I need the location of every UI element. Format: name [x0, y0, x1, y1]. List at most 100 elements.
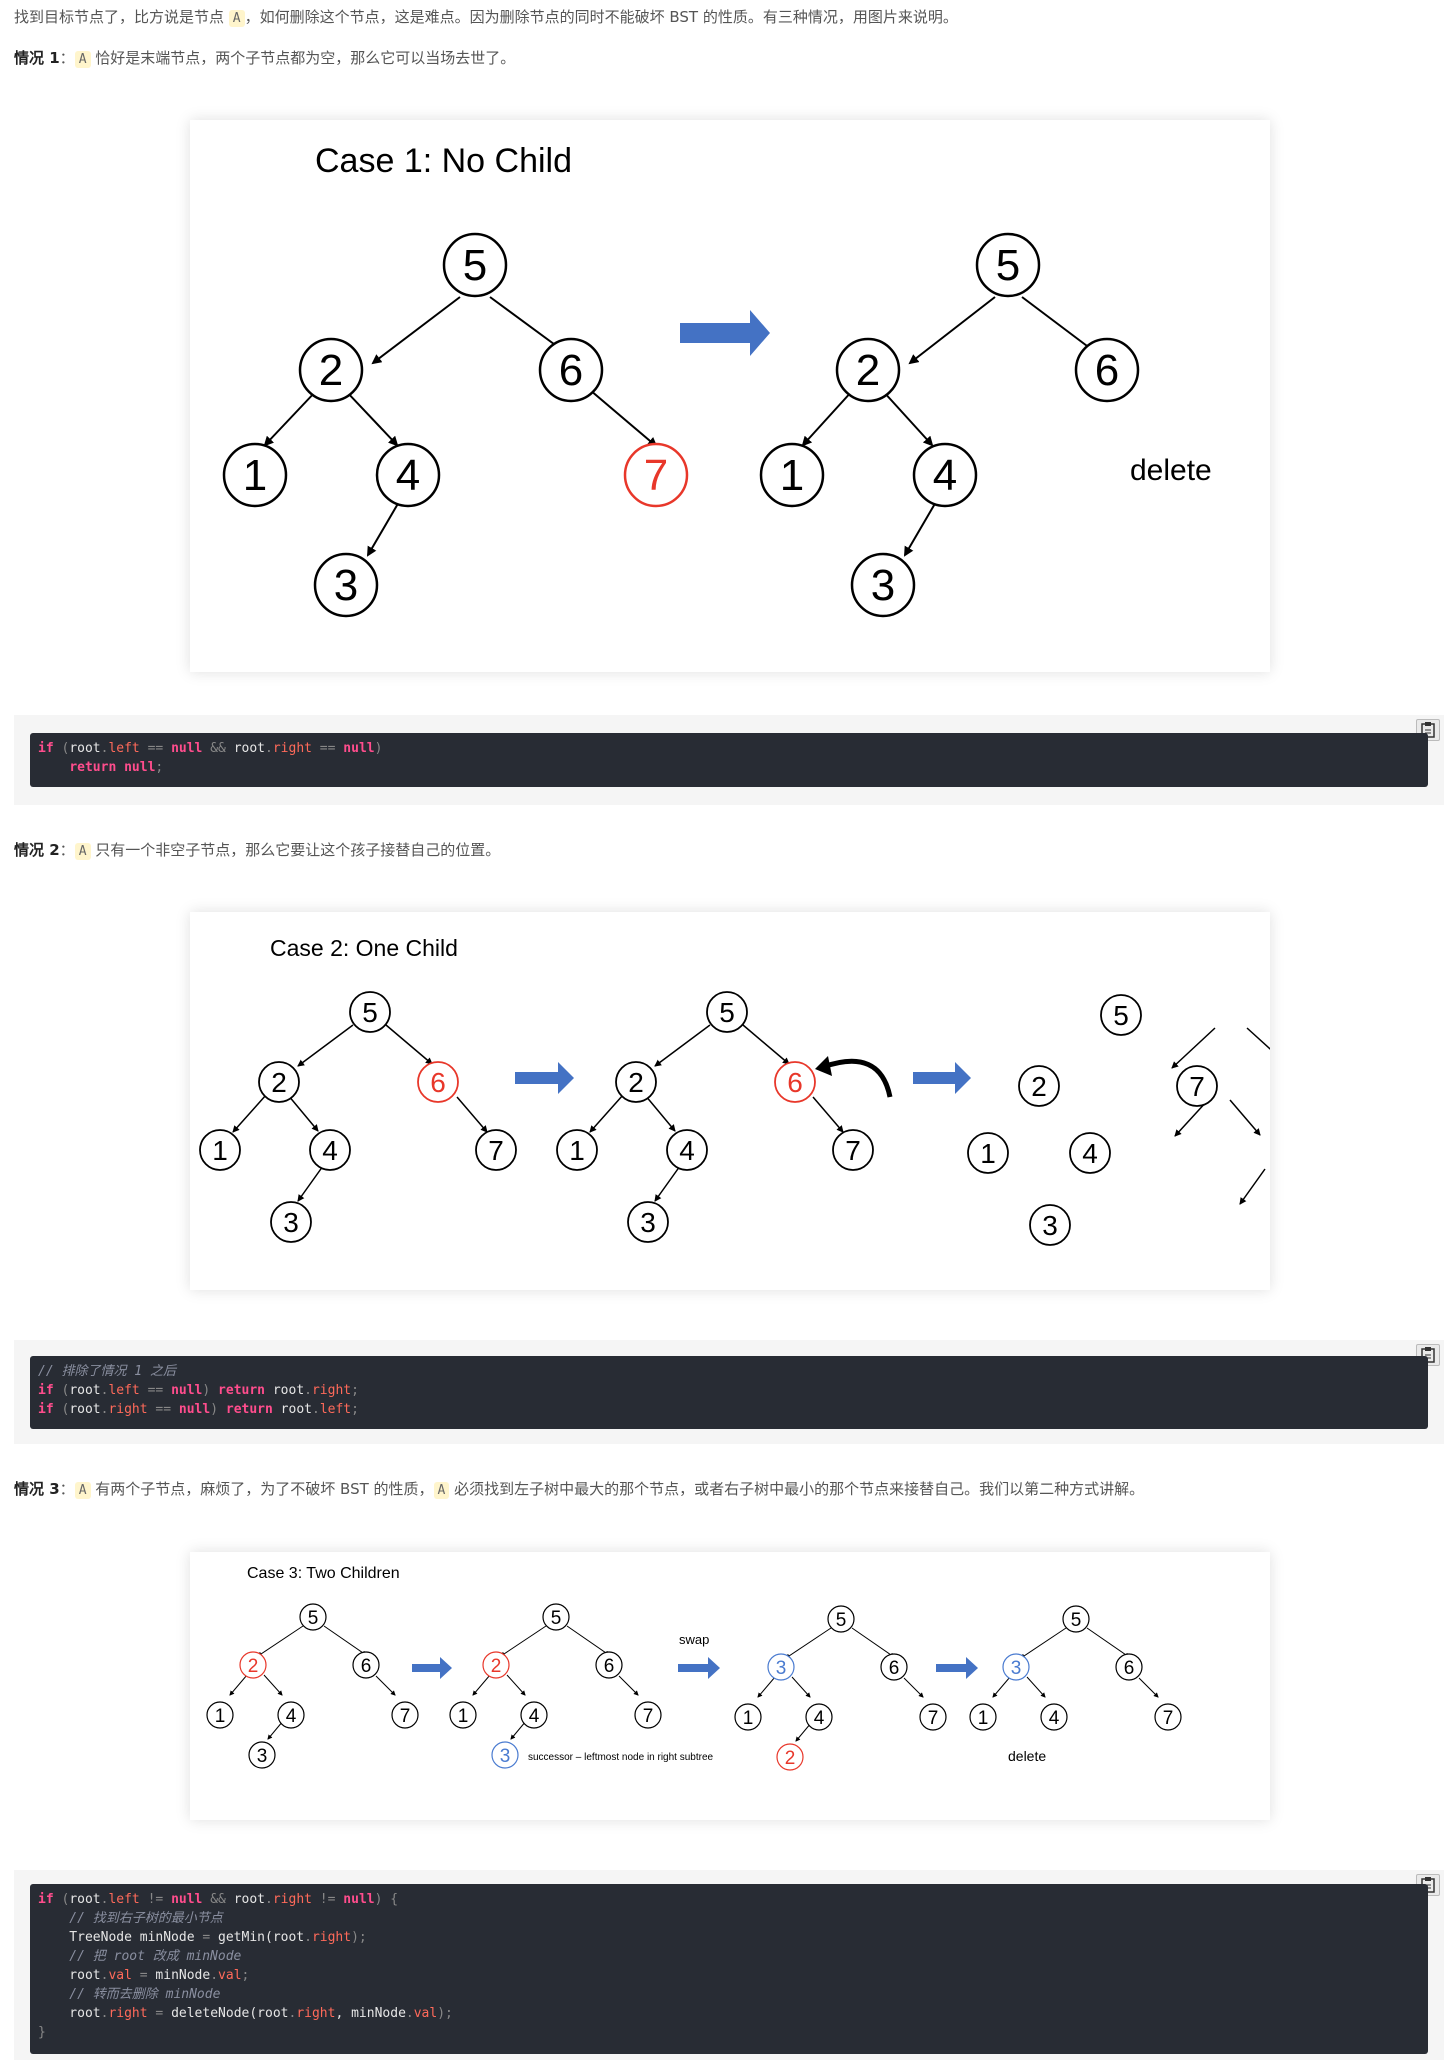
svg-text:7: 7 [644, 451, 668, 500]
rotate-arrow-icon [822, 1058, 893, 1098]
case1-figure: Case 1: No Child 5 2 6 1 4 7 3 5 2 6 1 [190, 120, 1270, 672]
svg-text:5: 5 [551, 1608, 562, 1629]
tree-node: 1 [222, 442, 288, 508]
tree-node: 6 [538, 337, 604, 403]
svg-text:3: 3 [334, 561, 358, 610]
svg-text:1: 1 [780, 451, 804, 500]
code-content: if (root.left == null && root.right == n… [30, 733, 1428, 787]
svg-text:4: 4 [529, 1706, 540, 1727]
svg-text:4: 4 [814, 1708, 825, 1729]
separator: ： [59, 49, 75, 67]
svg-text:4: 4 [679, 1135, 695, 1166]
svg-text:6: 6 [889, 1658, 900, 1679]
svg-text:4: 4 [933, 451, 957, 500]
tree-node: 4 [666, 1129, 708, 1171]
intro-text: 找到目标节点了，比方说是节点 [14, 8, 229, 26]
tree-node: 4 [912, 442, 978, 508]
case3-title: Case 3: Two Children [247, 1565, 400, 1582]
code-block: if (root.left != null && root.right != n… [14, 1870, 1444, 2060]
svg-text:3: 3 [1042, 1210, 1058, 1241]
tree-node: 5 [827, 1605, 855, 1633]
svg-text:7: 7 [643, 1706, 654, 1727]
tree-node: 3 [1029, 1204, 1071, 1246]
tree-node: 4 [1069, 1132, 1111, 1174]
tree-node-deleted: 2 [239, 1651, 267, 1679]
case3-diagram: Case 3: Two Children 5 2 6 1 4 7 [206, 1565, 1182, 1771]
tree-node: 2 [298, 337, 364, 403]
case2-diagram: Case 2: One Child 5 2 6 1 4 7 [199, 935, 1270, 1246]
svg-text:2: 2 [628, 1067, 644, 1098]
tree-node: 5 [975, 232, 1041, 298]
case1-title: Case 1: No Child [315, 142, 572, 180]
svg-text:3: 3 [257, 1746, 268, 1767]
tree-node: 3 [313, 552, 379, 618]
successor-label: successor – leftmost node in right subtr… [528, 1752, 714, 1763]
tree-node: 6 [595, 1651, 623, 1679]
tree-node: 1 [556, 1129, 598, 1171]
tree-node: 6 [1074, 337, 1140, 403]
svg-text:4: 4 [1082, 1138, 1098, 1169]
svg-text:6: 6 [604, 1656, 615, 1677]
case1-paragraph: 情况 1：A 恰好是末端节点，两个子节点都为空，那么它可以当场去世了。 [14, 47, 515, 71]
tree-node: 4 [805, 1703, 833, 1731]
svg-text:2: 2 [248, 1656, 259, 1677]
tree-node-deleted: 6 [417, 1061, 459, 1103]
svg-text:5: 5 [1113, 1000, 1129, 1031]
svg-text:5: 5 [362, 997, 378, 1028]
arrow-right-icon [515, 1062, 574, 1094]
tree-node: 2 [835, 337, 901, 403]
tree-node: 5 [1100, 994, 1142, 1036]
case1-label: 情况 1 [14, 49, 60, 67]
tree-node: 7 [832, 1129, 874, 1171]
tree-node: 7 [1154, 1703, 1182, 1731]
case2-paragraph: 情况 2：A 只有一个非空子节点，那么它要让这个孩子接替自己的位置。 [14, 839, 500, 863]
svg-text:6: 6 [430, 1067, 446, 1098]
tree-node: 4 [277, 1701, 305, 1729]
svg-text:5: 5 [1071, 1610, 1082, 1631]
svg-text:7: 7 [400, 1706, 411, 1727]
tree-node: 7 [634, 1701, 662, 1729]
tree-node: 3 [627, 1201, 669, 1243]
tree-node: 1 [206, 1701, 234, 1729]
case3-text: 有两个子节点，麻烦了，为了不破坏 BST 的性质， [90, 1480, 434, 1498]
svg-text:6: 6 [1124, 1658, 1135, 1679]
svg-text:4: 4 [1049, 1708, 1060, 1729]
inline-code: A [74, 51, 91, 68]
svg-text:1: 1 [980, 1138, 996, 1169]
svg-text:5: 5 [996, 241, 1020, 290]
inline-code: A [433, 1482, 450, 1499]
svg-text:5: 5 [719, 997, 735, 1028]
clipboard-icon [1421, 1347, 1435, 1363]
svg-text:6: 6 [787, 1067, 803, 1098]
tree-node: 5 [542, 1603, 570, 1631]
case2-text: 只有一个非空子节点，那么它要让这个孩子接替自己的位置。 [90, 841, 501, 859]
tree-node: 3 [270, 1201, 312, 1243]
svg-text:2: 2 [856, 346, 880, 395]
tree-node: 5 [299, 1603, 327, 1631]
svg-text:3: 3 [871, 561, 895, 610]
svg-text:5: 5 [463, 241, 487, 290]
svg-text:7: 7 [928, 1708, 939, 1729]
arrow-right-icon [936, 1657, 978, 1679]
copy-button[interactable] [1416, 719, 1440, 741]
svg-text:4: 4 [286, 1706, 297, 1727]
tree-node-successor: 3 [491, 1741, 519, 1769]
svg-text:1: 1 [743, 1708, 754, 1729]
tree-node: 7 [919, 1703, 947, 1731]
tree-node: 3 [850, 552, 916, 618]
svg-text:3: 3 [500, 1746, 511, 1767]
case2-label: 情况 2 [14, 841, 60, 859]
tree-node: 7 [475, 1129, 517, 1171]
svg-text:1: 1 [458, 1706, 469, 1727]
svg-text:7: 7 [1163, 1708, 1174, 1729]
case1-text: 恰好是末端节点，两个子节点都为空，那么它可以当场去世了。 [90, 49, 516, 67]
tree-node: 2 [1018, 1065, 1060, 1107]
tree-node-deleted: 7 [623, 442, 689, 508]
case3-paragraph: 情况 3：A 有两个子节点，麻烦了，为了不破坏 BST 的性质，A 必须找到左子… [14, 1478, 1144, 1502]
svg-text:3: 3 [1011, 1658, 1022, 1679]
case3-label: 情况 3 [14, 1480, 60, 1498]
tree-node: 6 [1115, 1653, 1143, 1681]
svg-text:7: 7 [488, 1135, 504, 1166]
tree-node: 4 [375, 442, 441, 508]
separator: ： [59, 1480, 75, 1498]
